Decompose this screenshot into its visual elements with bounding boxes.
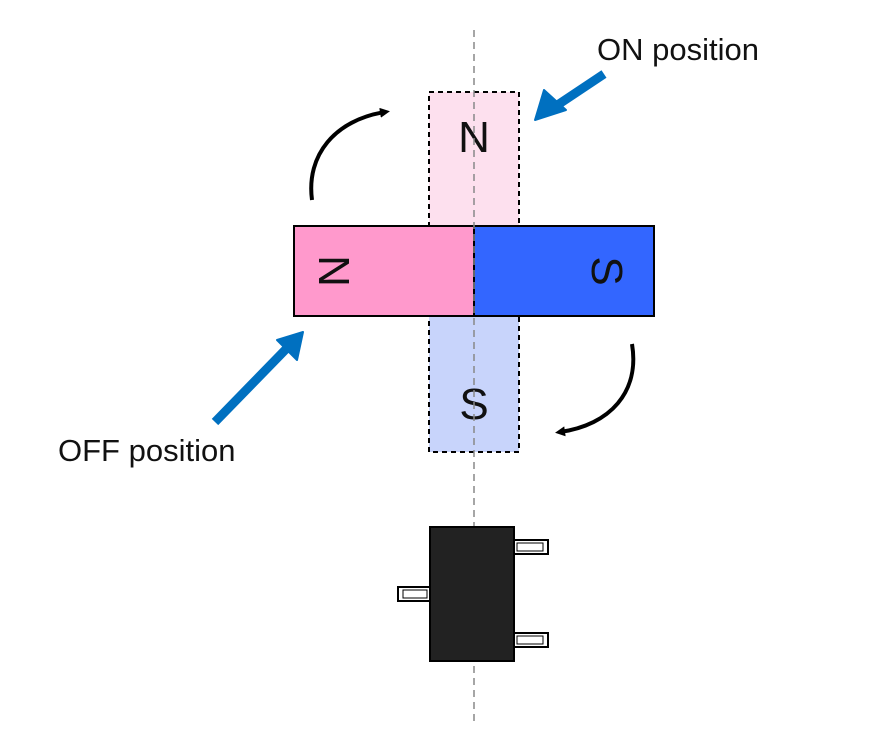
- off-position-label: OFF position: [58, 433, 235, 468]
- hall-sensor-chip-icon: [397, 526, 549, 662]
- on-position-label: ON position: [597, 32, 759, 67]
- curved-arrow-icon: [309, 107, 390, 201]
- sensor-body: [429, 526, 515, 662]
- straight-arrow-icon: [211, 331, 304, 426]
- straight-arrow-icon: [534, 70, 607, 121]
- curved-arrow-icon: [555, 343, 636, 437]
- magnet-off-south-half: [473, 225, 655, 317]
- magnet-off-position: N S: [293, 225, 655, 317]
- magnet-off-north-label: N: [309, 255, 358, 287]
- magnet-off-south-label: S: [582, 256, 631, 285]
